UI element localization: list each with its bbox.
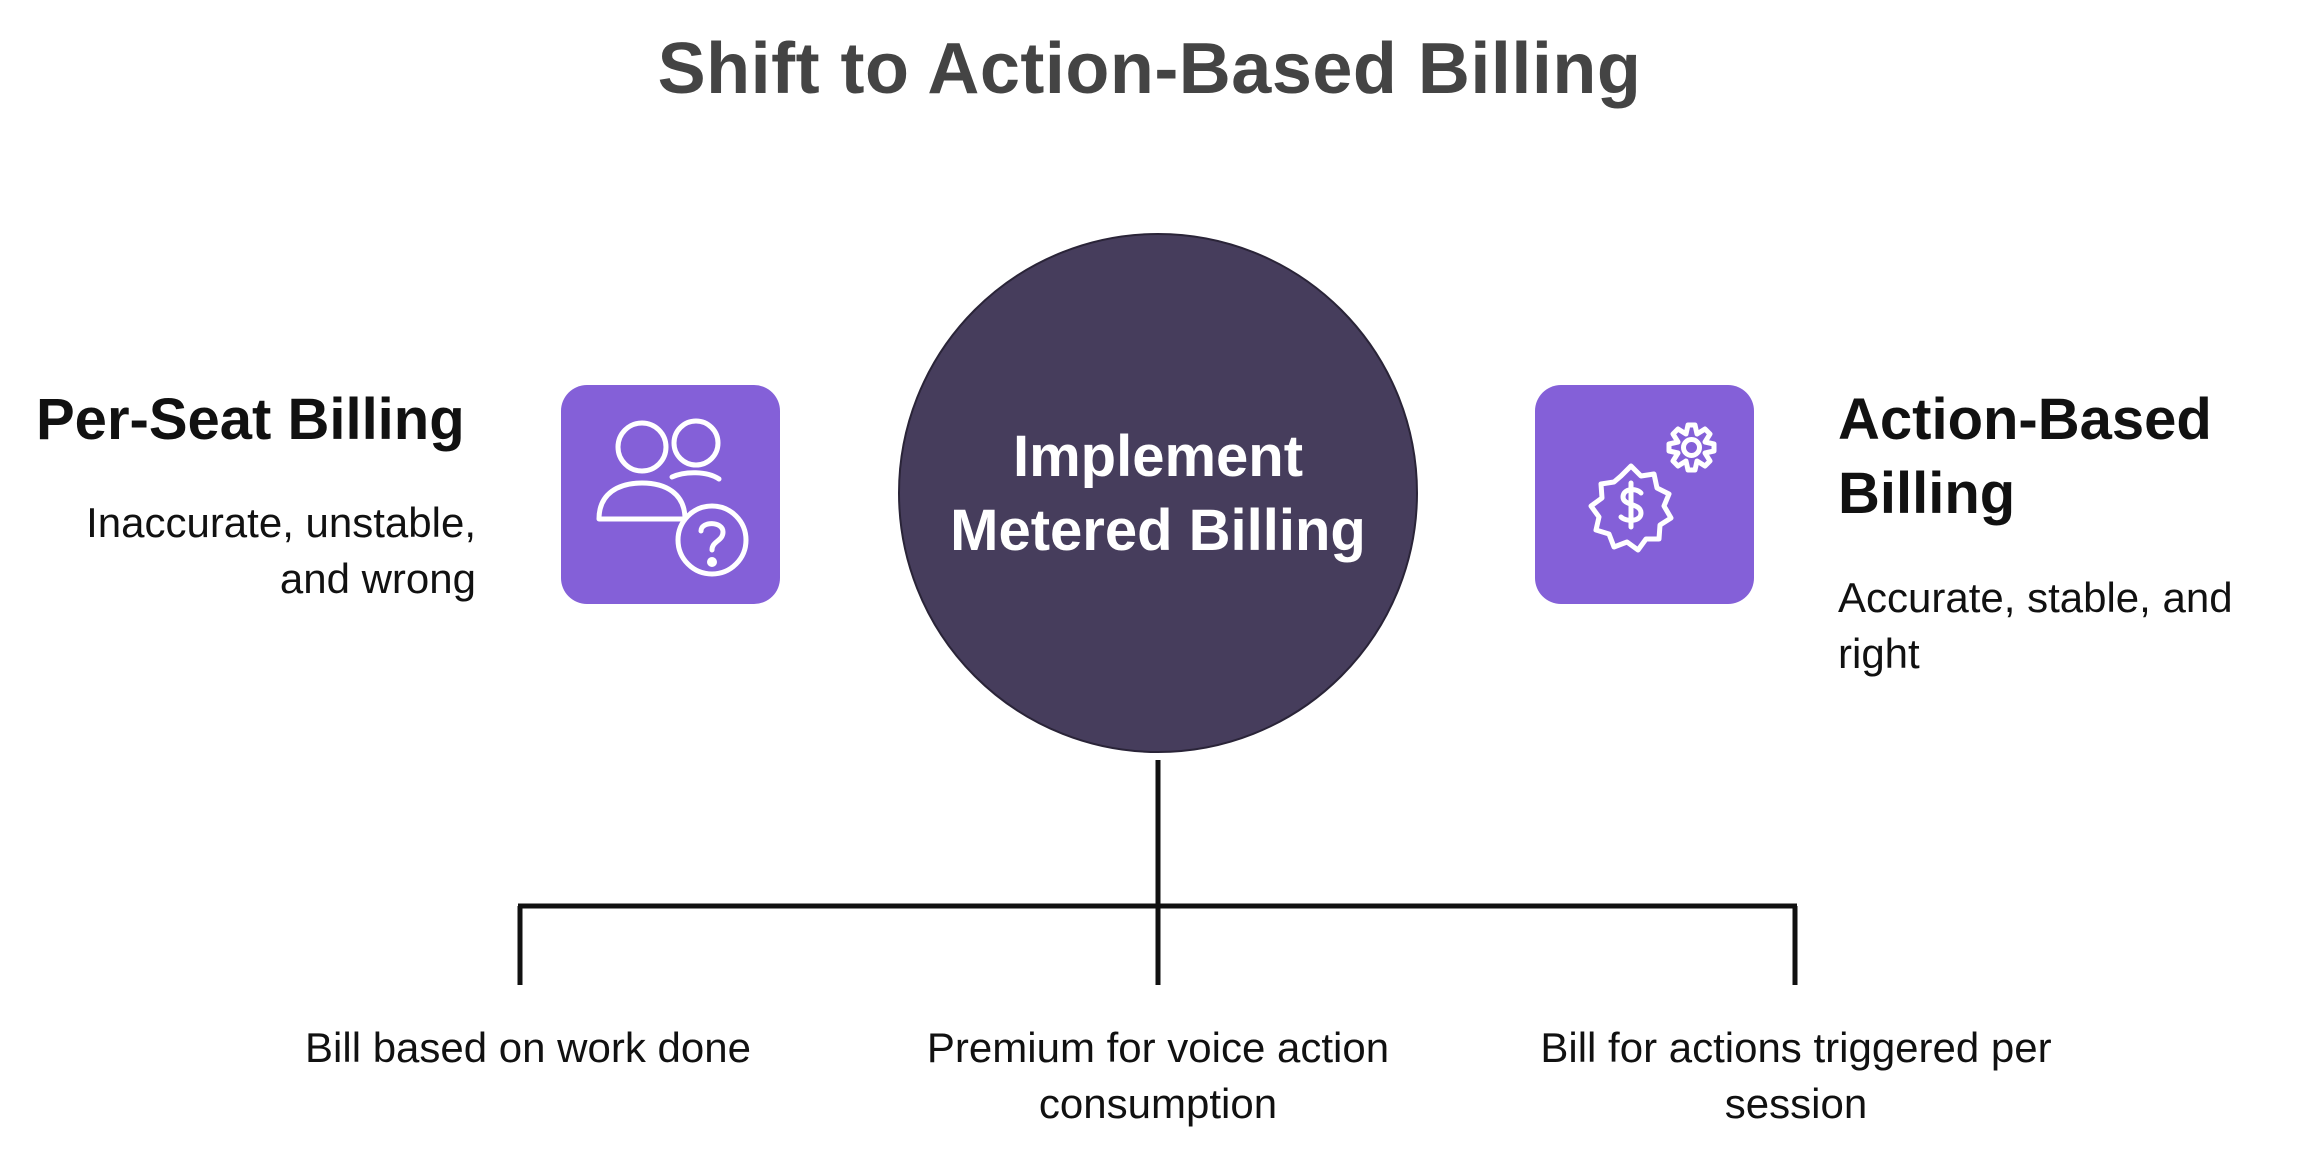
action-based-description: Accurate, stable, and right	[1838, 574, 2233, 677]
branch-label-work-done: Bill based on work done	[305, 1024, 751, 1071]
diagram-title: Shift to Action-Based Billing	[657, 29, 1642, 109]
branch-label-actions-per-session: Bill for actions triggered per session	[1540, 1024, 2052, 1127]
per-seat-description: Inaccurate, unstable, and wrong	[86, 499, 476, 602]
center-label: Implement Metered Billing	[950, 424, 1366, 563]
gears-dollar-icon	[1535, 385, 1754, 604]
center-circle	[898, 233, 1418, 753]
action-based-heading: Action-Based Billing	[1838, 387, 2212, 526]
branch-label-voice-premium: Premium for voice action consumption	[926, 1024, 1390, 1127]
users-question-icon	[561, 385, 780, 604]
per-seat-heading: Per-Seat Billing	[36, 387, 465, 452]
